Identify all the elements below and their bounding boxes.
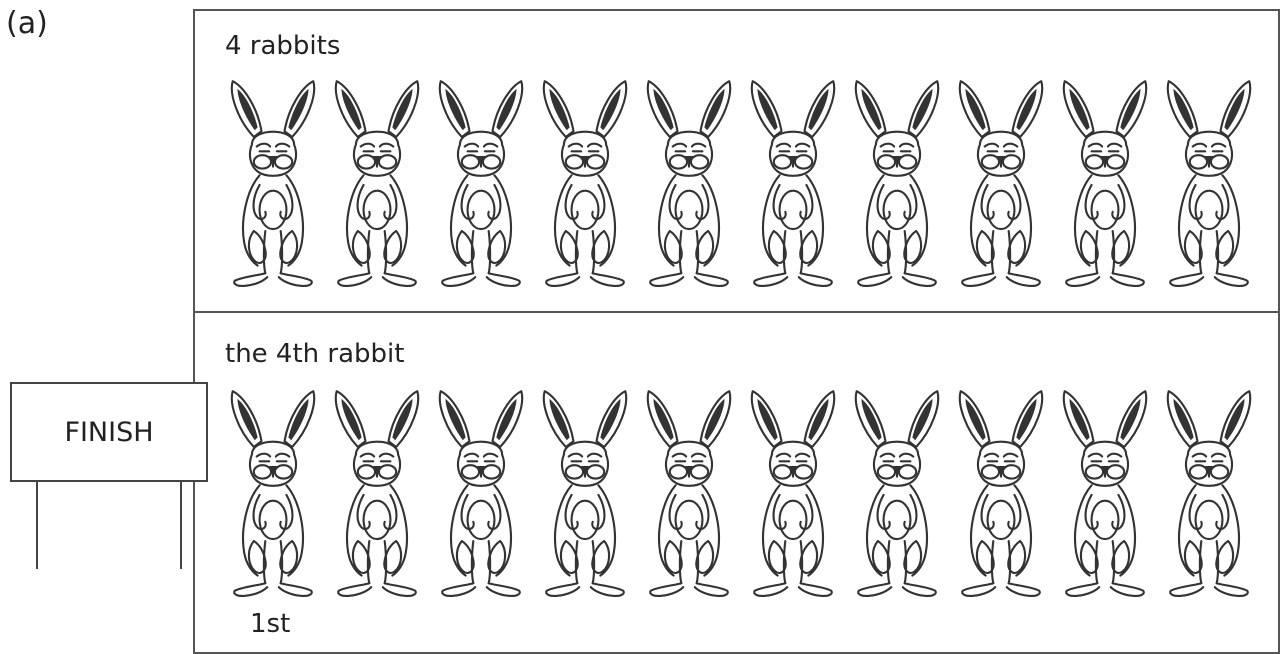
rabbit-icon xyxy=(544,391,626,596)
rabbit-icon xyxy=(648,391,730,596)
rabbit-icon xyxy=(960,81,1042,286)
rabbit-icon xyxy=(336,81,418,286)
rabbit-icon xyxy=(856,81,938,286)
sign-post-left xyxy=(36,480,38,569)
rabbit-icon xyxy=(1064,391,1146,596)
rabbit-icon xyxy=(544,81,626,286)
rabbit-icon xyxy=(232,81,314,286)
finish-sign: FINISH xyxy=(10,382,208,482)
rabbit-row xyxy=(223,69,1268,297)
rabbits-box-top: 4 rabbits xyxy=(193,9,1280,313)
rabbit-icon xyxy=(1168,81,1250,286)
rabbit-icon xyxy=(856,391,938,596)
rabbit-icon xyxy=(1064,81,1146,286)
part-label: (a) xyxy=(6,6,48,41)
rabbits-box-bottom: the 4th rabbit 1st xyxy=(193,311,1280,654)
box-label: the 4th rabbit xyxy=(225,339,404,369)
box-label: 4 rabbits xyxy=(225,31,340,61)
ordinal-label: 1st xyxy=(250,609,290,639)
rabbit-row xyxy=(223,379,1268,607)
rabbit-row-svg xyxy=(223,69,1268,297)
rabbit-icon xyxy=(336,391,418,596)
sign-post-right xyxy=(180,480,182,569)
rabbit-icon xyxy=(232,391,314,596)
rabbit-icon xyxy=(752,81,834,286)
rabbit-icon xyxy=(648,81,730,286)
rabbit-icon xyxy=(440,391,522,596)
rabbit-icon xyxy=(752,391,834,596)
finish-sign-text: FINISH xyxy=(64,417,153,448)
rabbit-icon xyxy=(440,81,522,286)
rabbit-row-svg xyxy=(223,379,1268,607)
rabbit-icon xyxy=(1168,391,1250,596)
rabbit-icon xyxy=(960,391,1042,596)
